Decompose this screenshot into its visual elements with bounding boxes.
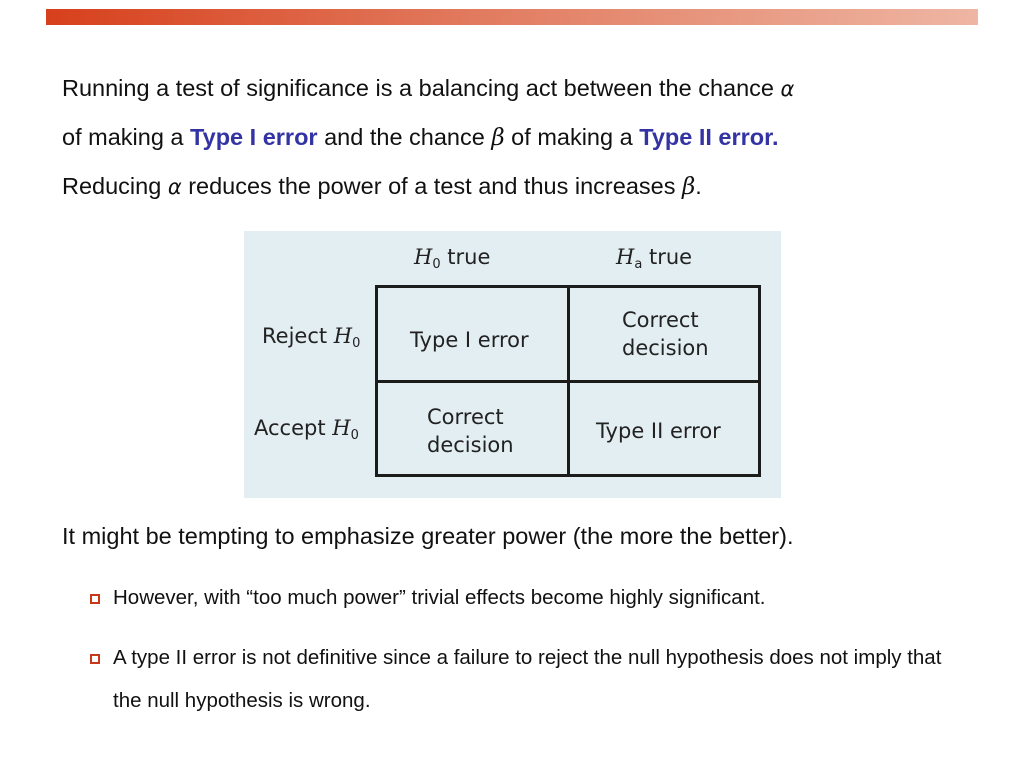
decision-table-figure: H0 true Ha true Reject H0 Accept H0 Type… xyxy=(244,231,781,498)
bullet-square-icon xyxy=(90,594,100,604)
col-header-ha-true: Ha true xyxy=(616,245,693,272)
type-i-error-term: Type I error xyxy=(190,124,318,150)
alpha-symbol-2: α xyxy=(167,175,182,199)
type-ii-error-term: Type II error. xyxy=(639,124,779,150)
cell-type-ii-error: Type II error xyxy=(596,419,721,443)
cell-type-i-error: Type I error xyxy=(410,328,529,352)
intro-text-3: and the chance xyxy=(317,124,492,150)
intro-text-7: . xyxy=(695,173,702,199)
intro-text-4: of making a xyxy=(504,124,640,150)
row-header-reject-h0: Reject H0 xyxy=(262,324,361,351)
intro-text-2: of making a xyxy=(62,124,191,150)
beta-symbol-2: β xyxy=(682,174,696,200)
intro-paragraph: Running a test of significance is a bala… xyxy=(62,64,962,211)
beta-symbol: β xyxy=(491,125,505,151)
col-header-h0-true: H0 true xyxy=(414,245,491,272)
header-accent-bar xyxy=(46,9,978,25)
intro-text-1: Running a test of significance is a bala… xyxy=(62,75,781,101)
power-statement: It might be tempting to emphasize greate… xyxy=(62,523,794,549)
grid-horizontal-divider xyxy=(375,380,761,383)
alpha-symbol: α xyxy=(780,77,795,101)
row-header-accept-h0: Accept H0 xyxy=(254,416,359,443)
intro-text-6: reduces the power of a test and thus inc… xyxy=(181,173,682,199)
intro-text-5: Reducing xyxy=(62,173,168,199)
bullet-square-icon xyxy=(90,654,100,664)
bullet-item-2: A type II error is not definitive since … xyxy=(113,646,942,712)
bullet-item-1: However, with “too much power” trivial e… xyxy=(113,586,766,609)
